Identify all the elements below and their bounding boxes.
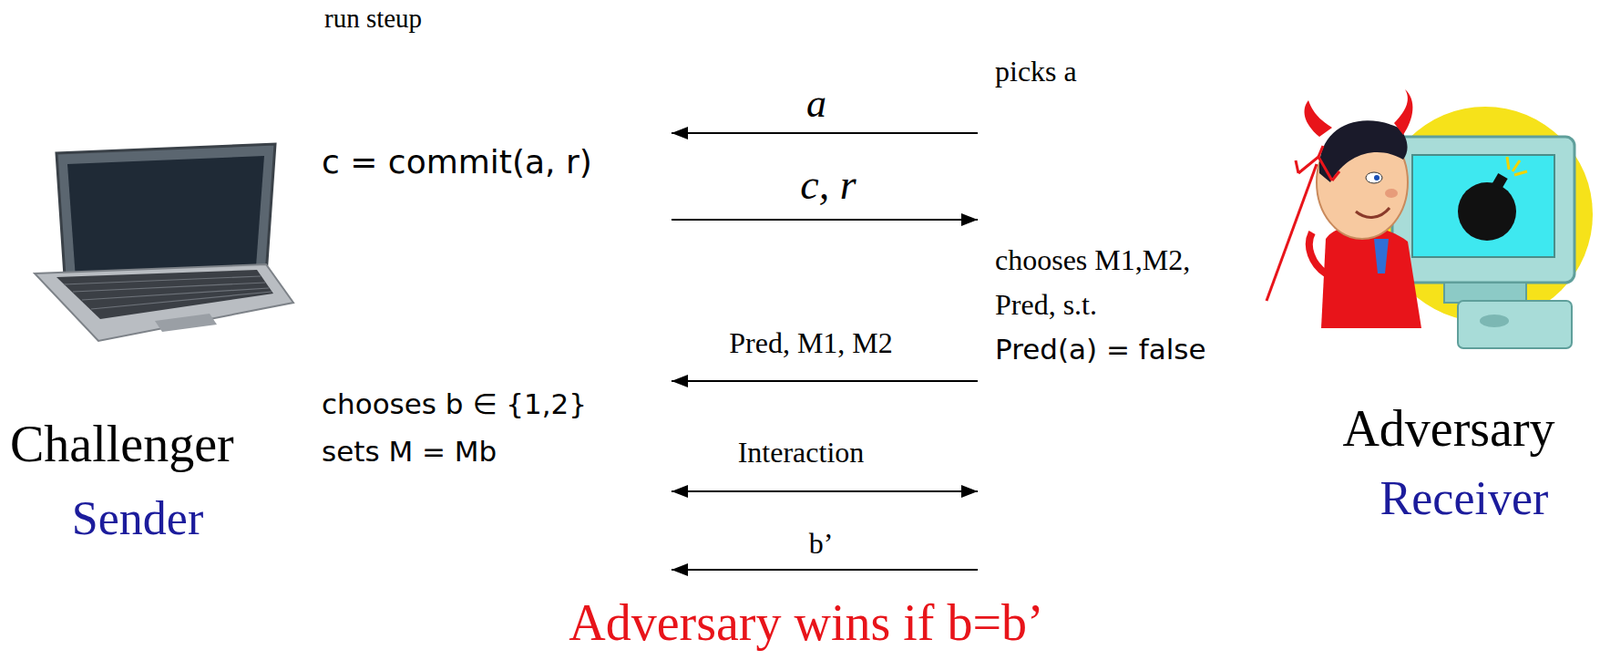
- party-name: Challenger: [10, 418, 235, 470]
- message-label: Interaction: [735, 437, 868, 467]
- message-arrow: [671, 132, 978, 134]
- party-role: Receiver: [1380, 474, 1549, 523]
- formula: Pred(a) = false: [994, 335, 1207, 364]
- step-note: Pred, s.t.: [994, 289, 1098, 319]
- message-label: b’: [806, 528, 837, 558]
- message-label: Pred, M1, M2: [726, 328, 896, 358]
- party-role: Sender: [71, 494, 204, 543]
- step-note: chooses b ∈ {1,2}: [321, 389, 587, 419]
- step-note: sets M = Mb: [321, 437, 497, 466]
- adversary-illustration: [1266, 89, 1593, 349]
- message-label: c, r: [797, 164, 859, 206]
- party-name: Adversary: [1342, 402, 1555, 454]
- step-note: chooses M1,M2,: [994, 245, 1190, 275]
- party-column: AdversaryReceiver: [977, 0, 1600, 660]
- win-condition: Adversary wins if b=b’: [568, 596, 1044, 648]
- party-column: ChallengerSender: [0, 0, 672, 660]
- step-note: picks a: [994, 56, 1077, 86]
- message-arrow: [671, 379, 978, 382]
- step-note: run steup: [324, 5, 422, 32]
- laptop-illustration: [34, 143, 294, 341]
- message-arrow: [671, 568, 978, 571]
- message-arrow: [671, 490, 978, 493]
- message-label: a: [803, 83, 830, 124]
- formula: c = commit(a, r): [321, 145, 593, 179]
- message-arrow: [671, 218, 978, 221]
